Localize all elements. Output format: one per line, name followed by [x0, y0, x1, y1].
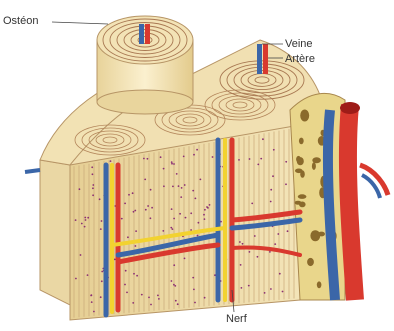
nerve-label: Nerf [226, 313, 247, 325]
osteon-cylinder [97, 16, 193, 114]
vein-vessel [257, 44, 262, 74]
artery-label: Artère [285, 53, 315, 65]
osteon-vein [139, 24, 144, 44]
osteon-label: Ostéon [3, 15, 38, 27]
osteon-artery [145, 24, 150, 44]
artery-vessel [263, 44, 268, 74]
vein-label: Veine [285, 38, 313, 50]
